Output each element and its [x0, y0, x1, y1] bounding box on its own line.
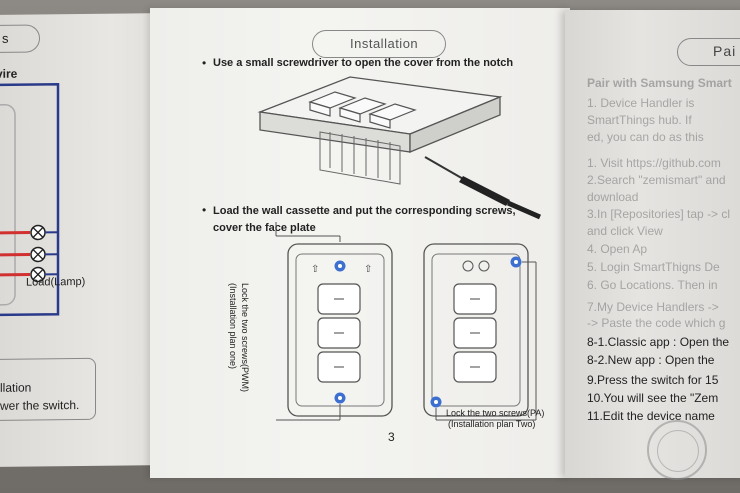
- plan-two-label-1: Lock the two screws(PA): [446, 408, 545, 418]
- step1-text: Use a small screwdriver to open the cove…: [213, 57, 514, 69]
- right-page: Pai Pair with Samsung Smart 1. Device Han…: [565, 10, 740, 480]
- step2-line2: cover the face plate: [213, 222, 316, 234]
- right-text-line: and click View: [587, 224, 663, 238]
- faceplate-screwdriver-illustration: [257, 76, 542, 220]
- svg-text:⇧: ⇧: [364, 264, 372, 275]
- load-label: Load(Lamp): [26, 275, 86, 289]
- right-text-line: Pair with Samsung Smart: [587, 76, 732, 90]
- inspection-stamp: [647, 420, 707, 480]
- right-text-line: 10.You will see the "Zem: [587, 391, 719, 405]
- plan-one-label-1: Lock the two screws(PWM): [240, 283, 250, 393]
- installation-plan-two-diagram: [423, 243, 537, 421]
- center-title-pill: [312, 30, 446, 58]
- center-page: Installation • Use a small screwdriver t…: [150, 8, 570, 478]
- plan-one-label-2: (Installation plan one): [228, 283, 238, 370]
- right-text-line: 9.Press the switch for 15: [587, 373, 719, 387]
- right-text-line: 11.Edit the device name: [587, 409, 715, 423]
- installation-plan-one-diagram: ⇧ ⇧: [275, 222, 393, 421]
- page-number: 3: [388, 430, 395, 444]
- center-title: Installation: [350, 36, 419, 51]
- left-page: s vire Load(Lamp) llation wer the switch…: [0, 13, 160, 467]
- right-text-line: 8-1.Classic app : Open the: [587, 335, 730, 349]
- right-text-line: 2.Search "zemismart" and: [587, 173, 726, 187]
- right-title: Pai: [713, 43, 737, 59]
- right-text-line: 5. Login SmartThigns De: [587, 260, 720, 274]
- right-text-line: 7.My Device Handlers ->: [587, 300, 719, 314]
- right-text-line: 6. Go Locations. Then in: [587, 278, 718, 292]
- right-text-line: 4. Open Ap: [587, 242, 648, 256]
- wiring-diagram: [0, 82, 60, 317]
- right-text-line: 1. Visit https://github.com: [587, 156, 721, 170]
- left-note-line1: llation: [0, 380, 32, 395]
- right-title-pill: [677, 38, 740, 66]
- svg-text:⇧: ⇧: [311, 264, 319, 275]
- right-text-line: 3.In [Repositories] tap -> cl: [587, 207, 731, 221]
- right-text-line: download: [587, 190, 639, 204]
- right-text-line: 8-2.New app : Open the: [587, 353, 715, 367]
- left-header-text: s: [2, 30, 9, 46]
- step2-line1: Load the wall cassette and put the corre…: [213, 205, 516, 217]
- step1-bullet: •: [202, 56, 207, 70]
- left-note-line2: wer the switch.: [0, 398, 80, 413]
- right-text-line: SmartThings hub. If: [587, 113, 692, 127]
- step2-bullet: •: [202, 203, 207, 217]
- right-text-line: -> Paste the code which g: [587, 316, 726, 330]
- right-text-line: 1. Device Handler is: [587, 96, 695, 110]
- plan-two-label-2: (Installation plan Two): [448, 419, 536, 429]
- right-text-line: ed, you can do as this: [587, 130, 704, 144]
